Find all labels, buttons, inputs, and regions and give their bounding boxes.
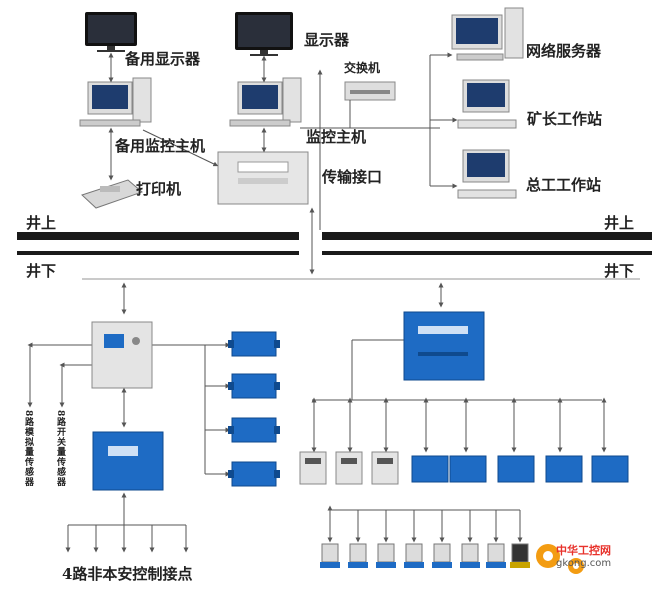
- main-power-box: [403, 311, 485, 381]
- network-server-device: [451, 7, 524, 61]
- watermark-en: gkong.com: [556, 558, 612, 569]
- sensor-unit: [371, 451, 399, 485]
- sensor-box: [449, 455, 487, 483]
- watermark: 中华工控网 gkong.com: [556, 542, 611, 569]
- field-sensor: [348, 543, 368, 568]
- below-ground-left-label: 井下: [26, 262, 57, 280]
- monitor-label: 显示器: [304, 31, 350, 49]
- above-ground-right-label: 井上: [604, 214, 635, 232]
- sensor-box: [497, 455, 535, 483]
- sensor-box: [228, 417, 280, 443]
- backup-monitor-device: [85, 12, 137, 52]
- field-sensor: [404, 543, 424, 568]
- control-points-label: 4路非本安控制接点: [62, 565, 193, 583]
- substation-box: [91, 321, 153, 389]
- printer-label: 打印机: [136, 180, 182, 198]
- chief-engineer-ws-device: [457, 149, 517, 199]
- monitor-host-device: [229, 77, 302, 127]
- monitor-host-label: 监控主机: [306, 128, 367, 146]
- analog-sensors-label: 8路模拟量传感器: [23, 410, 33, 488]
- mine-director-ws-device: [457, 79, 517, 129]
- gear-icon: [536, 544, 584, 574]
- sensor-box: [228, 331, 280, 357]
- sensor-box: [228, 461, 280, 487]
- sensor-unit: [299, 451, 327, 485]
- sensor-box: [411, 455, 449, 483]
- sensor-box: [545, 455, 583, 483]
- switch-sensors-label: 8路开关量传感器: [55, 410, 65, 488]
- backup-host-device: [79, 77, 152, 127]
- backup-host-label: 备用监控主机: [115, 137, 206, 155]
- transmission-interface-label: 传输接口: [322, 168, 383, 186]
- printer-device: [81, 179, 143, 209]
- power-supply-box: [92, 431, 164, 491]
- sensor-box: [591, 455, 629, 483]
- mine-director-ws-label: 矿长工作站: [527, 110, 603, 128]
- network-server-label: 网络服务器: [526, 42, 602, 60]
- fanout-arrows: [65, 397, 607, 553]
- field-sensor: [376, 543, 396, 568]
- switch-device: [344, 81, 396, 101]
- watermark-cn: 中华工控网: [556, 544, 611, 557]
- above-ground-left-label: 井上: [26, 214, 57, 232]
- backup-monitor-label: 备用显示器: [125, 50, 201, 68]
- sensor-box: [228, 373, 280, 399]
- field-sensor: [320, 543, 340, 568]
- ground-separator: [17, 232, 652, 280]
- field-sensor: [510, 543, 530, 568]
- sensor-group: [320, 543, 530, 568]
- upper-connections: [108, 52, 458, 275]
- lower-connections: [27, 282, 602, 526]
- field-sensor: [432, 543, 452, 568]
- lower-device-group: [228, 331, 629, 487]
- sensor-unit: [335, 451, 363, 485]
- below-ground-right-label: 井下: [604, 262, 635, 280]
- switch-label: 交换机: [344, 61, 381, 75]
- field-sensor: [486, 543, 506, 568]
- transmission-interface-device: [217, 151, 309, 205]
- monitor-device: [235, 12, 293, 56]
- field-sensor: [460, 543, 480, 568]
- chief-engineer-ws-label: 总工工作站: [526, 176, 602, 194]
